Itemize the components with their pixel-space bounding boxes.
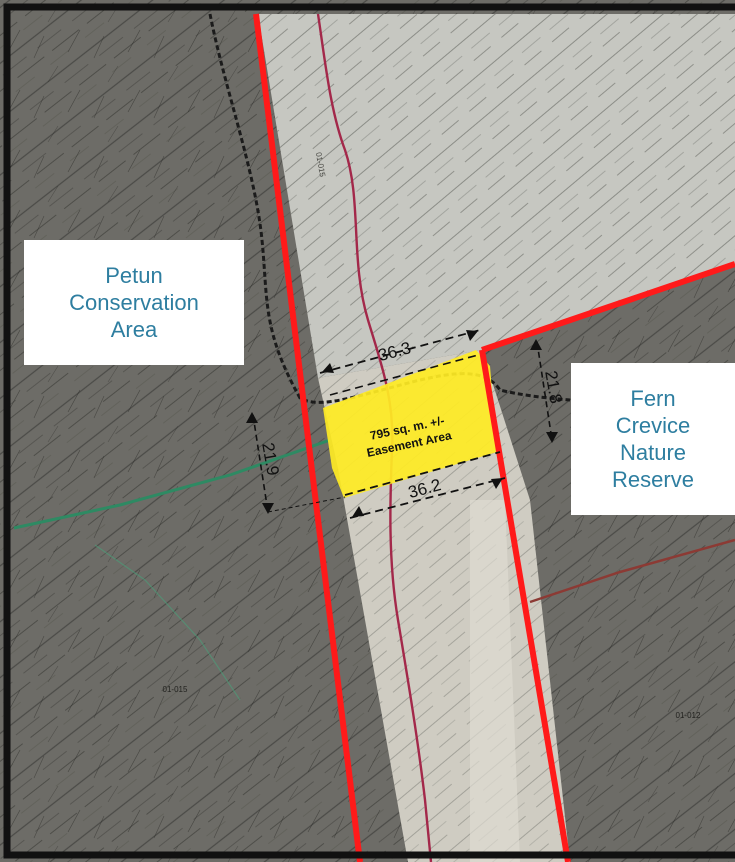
trail-green-faint: [94, 544, 241, 701]
parcel-id-east: 01-012: [676, 711, 701, 720]
road-surface: [470, 500, 520, 862]
dimension-bottom: [344, 451, 506, 519]
dimension-left: [246, 412, 346, 514]
property-line-west: [253, 13, 363, 862]
easement-area[interactable]: [323, 350, 497, 498]
fern-crevice-nature-reserve-label: Fern Crevice Nature Reserve: [571, 363, 735, 515]
petun-label-line-2: Conservation: [69, 290, 199, 315]
property-line-north: [481, 261, 735, 353]
fern-label-line-3: Nature: [619, 440, 687, 465]
parcel-id-west: 01-015: [163, 685, 188, 694]
fern-label-line-4: Reserve: [612, 467, 694, 492]
fern-label-line-2: Crevice: [615, 413, 691, 438]
north-parcel-texture: [258, 14, 735, 378]
fern-label-line-1: Fern: [630, 386, 676, 411]
trail-green: [13, 438, 331, 530]
property-line-east: [479, 349, 571, 862]
petun-label-line-3: Area: [110, 317, 158, 342]
petun-label-line-1: Petun: [105, 263, 163, 288]
dimension-right: [530, 339, 558, 443]
petun-conservation-area-label: Petun Conservation Area: [24, 240, 244, 365]
parcel-id-road: 01-015: [314, 152, 327, 179]
dimension-top: [319, 329, 481, 396]
trail-red: [529, 538, 735, 604]
map-border: [3, 3, 735, 859]
